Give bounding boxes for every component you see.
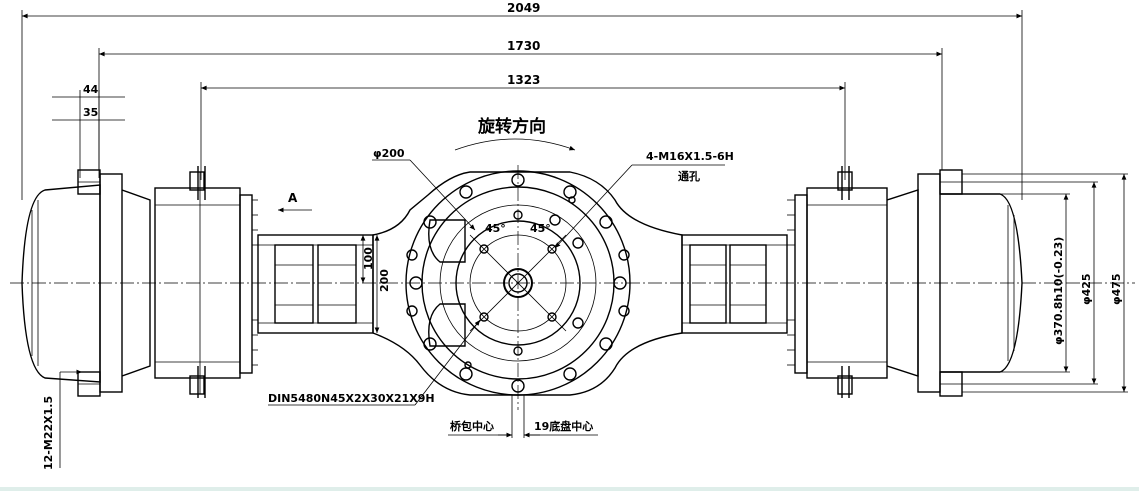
dim-1730-text: 1730 [507,39,540,53]
chassis-center-text: 19底盘中心 [534,419,593,433]
dim-2049-text: 2049 [507,1,540,15]
diameter-370-text: φ370.8h10(-0.23) [1052,237,1065,345]
left-axle-tube [257,234,374,334]
right-teeth [787,199,795,366]
through-hole-text: 通孔 [678,170,700,183]
square-200-text: 200 [378,269,391,292]
rotation-direction-text: 旋转方向 [477,116,546,137]
inner-tapped-holes [464,196,576,369]
left-teeth [252,199,258,366]
dim-44-text: 44 [83,83,99,96]
dim-2049 [21,10,1023,200]
angle-right-text: 45° [530,222,551,235]
phi200-text: φ200 [373,147,405,160]
outer-bolt-holes [406,173,630,393]
dim-1730 [98,48,943,170]
diameter-425-text: φ425 [1080,273,1093,305]
bolts-spec-text: 12-M22X1.5 [42,396,55,470]
rotation-arrow [454,138,576,151]
dim-44-35 [52,90,125,178]
left-hub [21,169,151,397]
view-a-text: A [288,191,298,205]
differential-housing [372,165,683,438]
diameter-475-text: φ475 [1110,273,1123,305]
square-100-text: 100 [362,247,375,270]
square-dims [360,235,380,333]
tapped-holes-text: 4-M16X1.5-6H [646,150,734,163]
dim-35-text: 35 [83,106,98,119]
bottom-strip [0,487,1139,491]
dim-1323 [200,82,846,180]
spline-spec-text: DIN5480N45X2X30X21X9H [268,392,435,405]
right-hub [886,169,1023,397]
right-axle-tube [681,234,788,334]
axle-housing-center-text: 桥包中心 [450,419,494,433]
right-diameter-dims [962,173,1128,393]
angle-left-text: 45° [485,222,506,235]
dim-1323-text: 1323 [507,73,540,87]
right-knuckle [794,166,888,398]
